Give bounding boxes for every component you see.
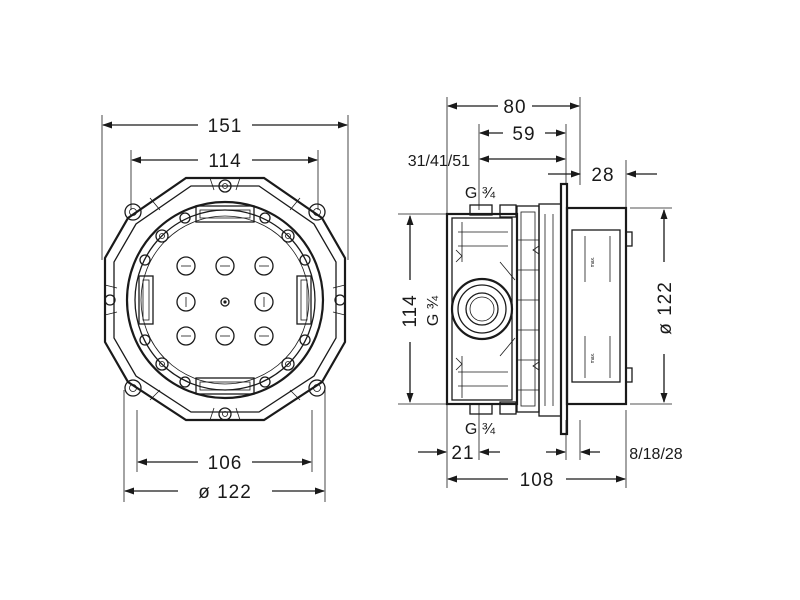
thread-label-top: G ¾ — [465, 185, 496, 202]
dim-label-diameter-side: ø 122 — [655, 281, 676, 335]
dim-label-114: 114 — [208, 151, 241, 172]
port-grid — [176, 256, 274, 346]
dim-label-151: 151 — [208, 116, 243, 137]
dim-label-114-side: 114 — [400, 294, 421, 327]
max-label-1: max. — [590, 257, 596, 268]
max-markers: max. max. — [584, 236, 611, 378]
side-view: 80 59 31/41/51 28 G ¾ 114 G ¾ ø 122 G ¾ … — [398, 97, 683, 491]
dim-label-108: 108 — [520, 470, 555, 491]
dim-label-depth-options: 31/41/51 — [408, 153, 470, 170]
dim-label-21: 21 — [451, 443, 474, 464]
dim-label-cover-options: 8/18/28 — [629, 446, 682, 463]
valve-housing-front — [103, 176, 347, 422]
dim-label-59: 59 — [512, 124, 535, 145]
dim-label-28: 28 — [591, 165, 614, 186]
front-view: 151 114 106 ø 122 — [101, 115, 349, 503]
dim-label-80: 80 — [503, 97, 526, 118]
valve-housing-side: max. max. — [445, 182, 633, 436]
thread-label-side: G ¾ — [425, 295, 442, 326]
thread-label-bottom: G ¾ — [465, 421, 496, 438]
mounting-lugs — [104, 179, 346, 421]
ring-screws — [139, 212, 311, 388]
dim-label-106: 106 — [208, 453, 243, 474]
dim-label-diameter-front: ø 122 — [198, 482, 252, 503]
max-label-2: max. — [590, 353, 596, 364]
